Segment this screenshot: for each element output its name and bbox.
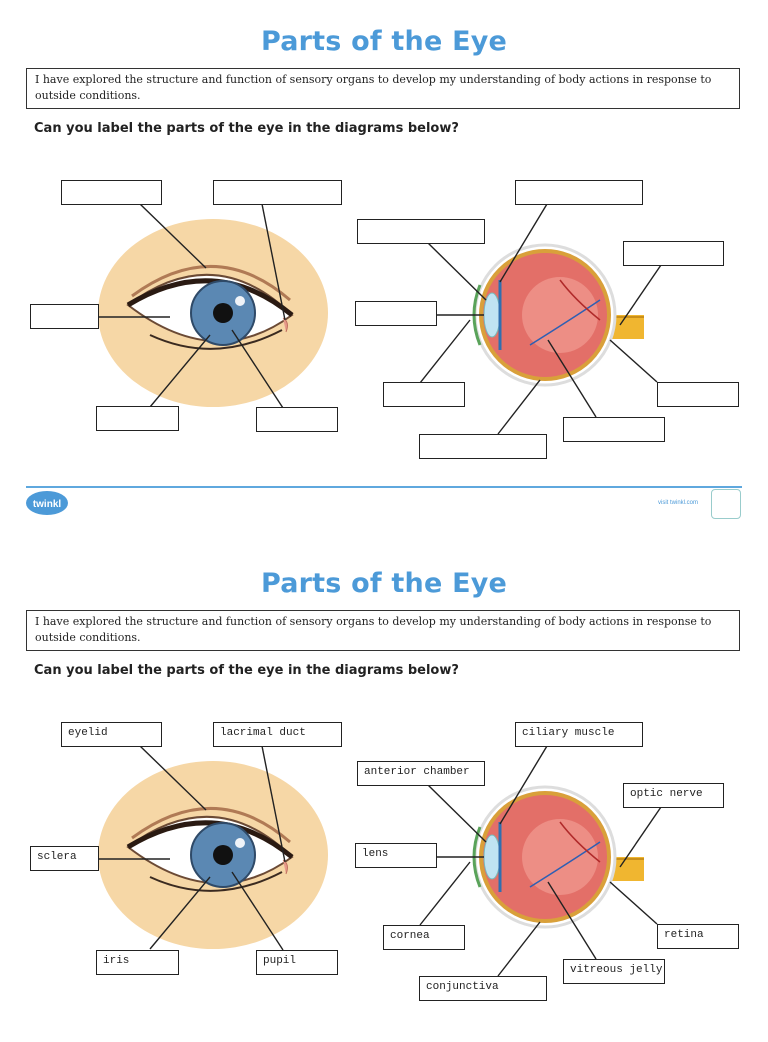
worksheet-blank: Parts of the Eye I have explored the str… xyxy=(0,0,768,519)
label-sclera[interactable]: sclera xyxy=(30,846,99,871)
side-leader-lines xyxy=(419,203,662,435)
footer-divider xyxy=(26,486,742,488)
label-conjunctiva[interactable]: conjunctiva xyxy=(419,976,547,1001)
label-ciliary-muscle[interactable]: ciliary muscle xyxy=(515,722,643,747)
label-box-optic-nerve[interactable] xyxy=(623,241,724,266)
label-box-iris[interactable] xyxy=(96,406,179,431)
label-lens[interactable]: lens xyxy=(355,843,437,868)
front-eye-illustration xyxy=(98,761,328,949)
label-eyelid[interactable]: eyelid xyxy=(61,722,162,747)
side-eye-illustration xyxy=(472,785,644,929)
page-title: Parts of the Eye xyxy=(260,568,508,599)
question-text: Can you label the parts of the eye in th… xyxy=(34,663,459,678)
label-box-sclera[interactable] xyxy=(30,304,99,329)
label-box-anterior-chamber[interactable] xyxy=(357,219,485,244)
label-cornea[interactable]: cornea xyxy=(383,925,465,950)
page-title: Parts of the Eye xyxy=(260,26,508,57)
label-lacrimal-duct[interactable]: lacrimal duct xyxy=(213,722,342,747)
label-box-ciliary-muscle[interactable] xyxy=(515,180,643,205)
eye-diagrams xyxy=(98,203,662,435)
worksheet-answers: Parts of the Eye I have explored the str… xyxy=(0,542,768,1042)
svg-text:twinkl: twinkl xyxy=(33,499,62,510)
eye-diagrams xyxy=(98,745,662,977)
label-iris[interactable]: iris xyxy=(96,950,179,975)
label-box-conjunctiva[interactable] xyxy=(419,434,547,459)
label-box-retina[interactable] xyxy=(657,382,739,407)
label-box-vitreous-jelly[interactable] xyxy=(563,417,665,442)
label-vitreous-jelly[interactable]: vitreous jelly xyxy=(563,959,665,984)
label-box-eyelid[interactable] xyxy=(61,180,162,205)
question-text: Can you label the parts of the eye in th… xyxy=(34,121,459,136)
twinkl-logo: twinkl xyxy=(26,491,68,515)
front-leader-lines xyxy=(98,203,286,409)
front-leader-lines xyxy=(98,745,286,951)
label-retina[interactable]: retina xyxy=(657,924,739,949)
label-optic-nerve[interactable]: optic nerve xyxy=(623,783,724,808)
label-box-cornea[interactable] xyxy=(383,382,465,407)
quality-badge-icon xyxy=(711,489,741,519)
label-anterior-chamber[interactable]: anterior chamber xyxy=(357,761,485,786)
side-eye-illustration xyxy=(472,243,644,387)
label-box-pupil[interactable] xyxy=(256,407,338,432)
learning-objective: I have explored the structure and functi… xyxy=(26,610,740,651)
learning-objective: I have explored the structure and functi… xyxy=(26,68,740,109)
label-box-lacrimal-duct[interactable] xyxy=(213,180,342,205)
front-eye-illustration xyxy=(98,219,328,407)
side-leader-lines xyxy=(419,745,662,977)
label-pupil[interactable]: pupil xyxy=(256,950,338,975)
visit-link[interactable]: visit twinkl.com xyxy=(658,500,699,506)
label-box-lens[interactable] xyxy=(355,301,437,326)
